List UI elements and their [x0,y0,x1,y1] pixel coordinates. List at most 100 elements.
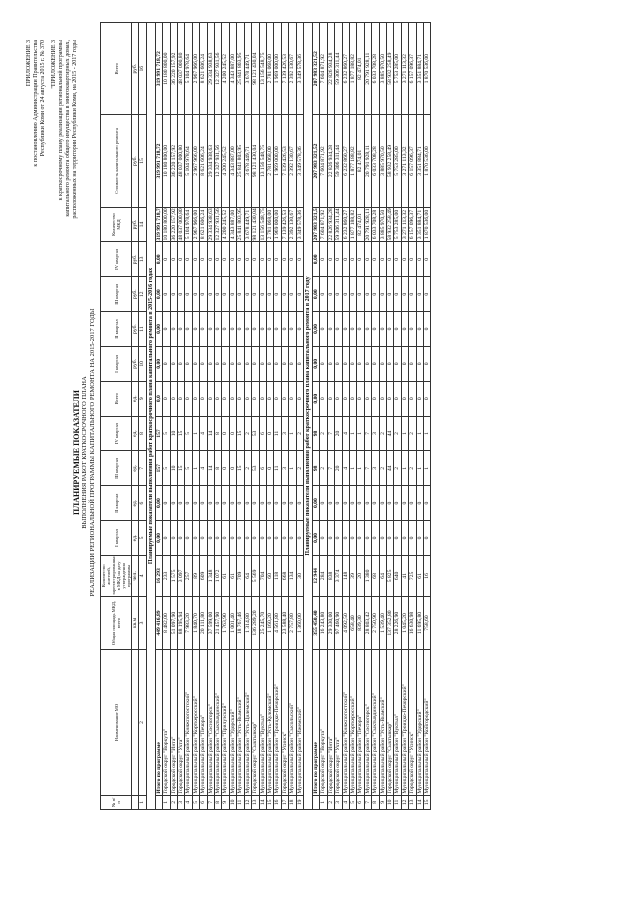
table-cell: 48 037 000,80 [177,22,185,115]
table-cell: 7 [207,795,215,810]
column-index: 3 [138,596,147,650]
table-cell: 16 630,98 [408,596,417,650]
table-cell: 58 932 258,49 [386,207,394,242]
table-cell: 0 [221,381,230,417]
table-cell: 1 360,00 [296,596,304,650]
table-cell: 5 [162,416,171,451]
table-cell: 6 157 096,37 [408,22,417,115]
table-cell: 0 [266,241,274,277]
table-cell: Муниципальный район "Койгородский" [423,649,431,796]
table-cell: 29 334 938,63 [207,22,215,115]
col-total-cost: Всего [100,22,132,115]
table-cell: 0 [296,346,304,382]
table-cell: 0 [273,520,282,556]
table-cell: 28 803,42 [364,596,372,650]
table-cell: 0 [408,485,417,521]
table-cell: 10 [386,795,394,810]
table-cell: 0 [184,276,193,312]
table-cell: 0,00 [155,276,163,312]
table-cell: 15 [236,450,245,486]
table-cell: 0,00 [312,276,320,312]
table-cell: 0 [273,346,282,382]
table-cell: 6 [356,795,365,810]
table-cell: Муниципальный район "Корткеросский" [349,649,357,796]
table-cell: 7 139 426,53 [281,114,289,208]
table-cell: 0 [177,485,185,521]
table-cell: 0 [334,311,343,347]
table-cell: 0 [349,520,357,556]
table-cell: 0 [379,346,387,382]
table-cell: 2 [296,416,304,451]
table-cell: 1 969 000,00 [273,22,282,115]
table-cell: 0 [170,311,178,347]
table-cell: 5 825 [386,555,394,597]
table-cell: 0 [342,520,350,556]
table-cell: Городской округ "Воркута" [162,649,171,796]
table-cell: 0 [349,381,357,417]
table-cell: 0 [364,346,372,382]
table-cell: 0 [281,346,289,382]
section-title-row: Планируемые показатели выполнения работ … [146,22,156,810]
table-cell: 0 [288,241,297,277]
table-cell: 0 [184,346,193,382]
table-cell: Муниципальный район "Сыктывдинский" [214,649,222,796]
table-cell: 88 195,94 [177,596,185,650]
table-cell: 0 [207,241,215,277]
col-residents: Количество жителей, зарегистрированных в… [100,555,132,597]
table-cell: 0 [162,520,171,556]
table-cell: 13 156 548,75 [259,22,267,115]
table-cell: Муниципальный район "Троицко-Печорский" [401,649,409,796]
table-cell: 1 [356,450,365,486]
table-cell: 1 [401,450,409,486]
col-group-count: Количество МКД [100,207,132,242]
table-cell: 0 [229,416,237,451]
table-cell: 1 [401,416,409,451]
doc-title: ПЛАНИРУЕМЫЕ ПОКАЗАТЕЛИ [72,390,81,515]
table-cell: 0 [401,311,409,347]
table-cell: 0 [327,485,335,521]
appendix-sub: "ПРИЛОЖЕНИЕ 3 [51,40,57,89]
table-cell: 7 [364,450,372,486]
table-cell: 0 [236,520,245,556]
table-cell: 0 [214,485,222,521]
table-cell: 13 [251,795,259,810]
table-cell: 0 [342,311,350,347]
table-cell: 20 [356,555,365,597]
table-cell: 0 [281,381,289,417]
table-cell: 36 220 157,92 [170,114,178,208]
table-cell: 1 [192,416,200,451]
column-index: 12 [138,276,147,312]
table-cell: 4 200 245,52 [221,22,230,115]
table-cell: 5 569 [251,555,259,597]
table-cell: 0 [266,311,274,347]
table-cell: 12 327 931,56 [214,22,222,115]
table-cell: 0 [296,276,304,312]
table-cell: 9 [221,795,230,810]
column-index: 11 [138,311,147,347]
table-cell: Муниципальный район "Усть-Вымский" [236,649,245,796]
table-cell: 58 932 258,49 [386,114,394,208]
table-cell: 0 [244,381,252,417]
table-cell: 82 474,01 [356,114,365,208]
table-cell: 0 [266,450,274,486]
table-cell: 0 [296,241,304,277]
table-cell: 0 [371,485,380,521]
table-cell: 0 [221,241,230,277]
table-cell: 7 [364,416,372,451]
table-cell: Муниципальный район "Ижемский" [296,649,304,796]
table-cell: 0 [266,416,274,451]
table-cell: 51 097,90 [170,596,178,650]
table-cell: 3 678 449,71 [244,114,252,208]
table-cell: Муниципальный район "Печора" [199,649,208,796]
table-cell: 0 [327,276,335,312]
table-cell: 15 [266,795,274,810]
table-cell: Городской округ "Сыктывкар" [251,649,259,796]
table-cell: 18 767,46 [236,596,245,650]
table-cell: 0 [214,241,222,277]
